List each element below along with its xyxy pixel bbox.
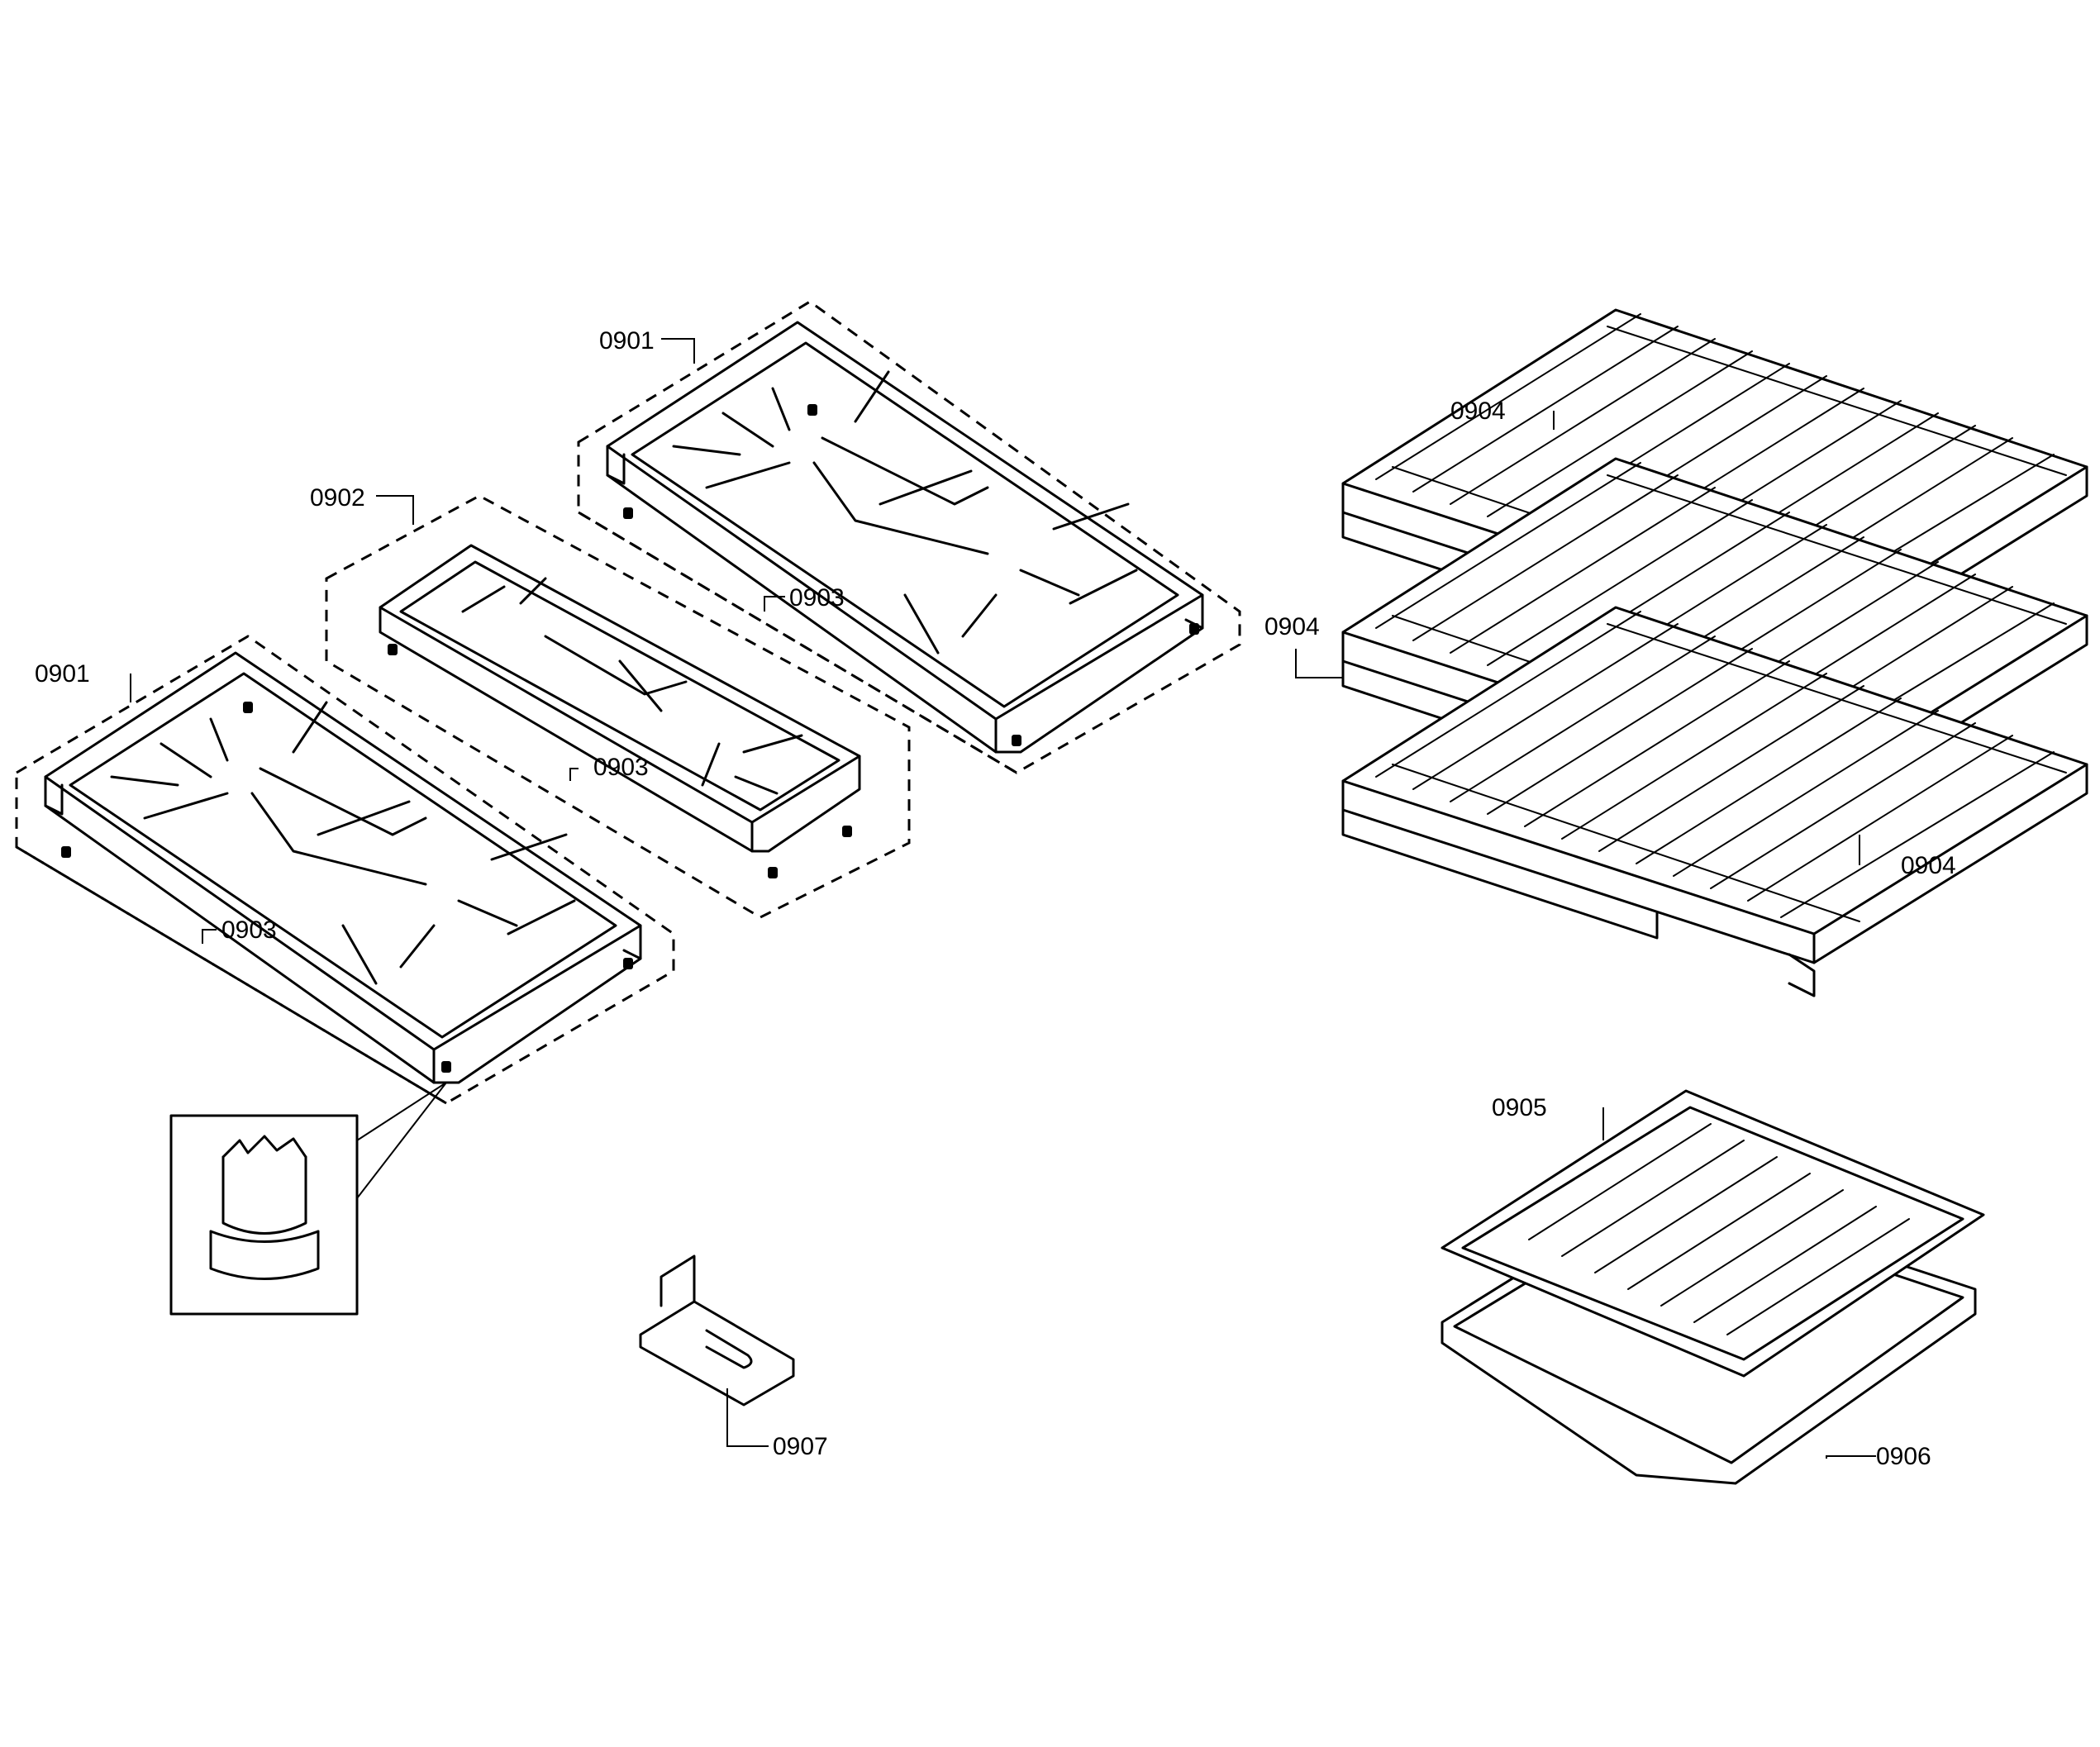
foot-detail-inset <box>169 1082 447 1316</box>
broiler-insert <box>1440 1089 1985 1378</box>
callout-bracket: 0907 <box>773 1433 828 1460</box>
callout-foot-right: 0903 <box>789 584 845 612</box>
callout-grate-right: 0901 <box>599 327 655 355</box>
callout-foot-left: 0903 <box>221 916 277 944</box>
callout-broiler-pan: 0906 <box>1876 1443 1931 1470</box>
callout-grate-left: 0901 <box>35 660 90 688</box>
callout-rack-middle: 0904 <box>1264 613 1320 640</box>
bracket-part <box>639 1254 795 1407</box>
callout-labels: 0901 0902 0903 0901 0903 0903 0904 0904 … <box>35 327 1956 1470</box>
grate-center <box>325 494 911 919</box>
callout-rack-bottom: 0904 <box>1901 852 1956 879</box>
callout-broiler-insert: 0905 <box>1492 1094 1547 1121</box>
callout-grate-center: 0902 <box>310 484 365 512</box>
callout-rack-top: 0904 <box>1450 397 1506 425</box>
grate-right <box>577 300 1241 774</box>
callout-foot-center: 0903 <box>593 754 649 781</box>
leader-lines <box>130 338 1876 1459</box>
grate-left <box>15 635 675 1105</box>
